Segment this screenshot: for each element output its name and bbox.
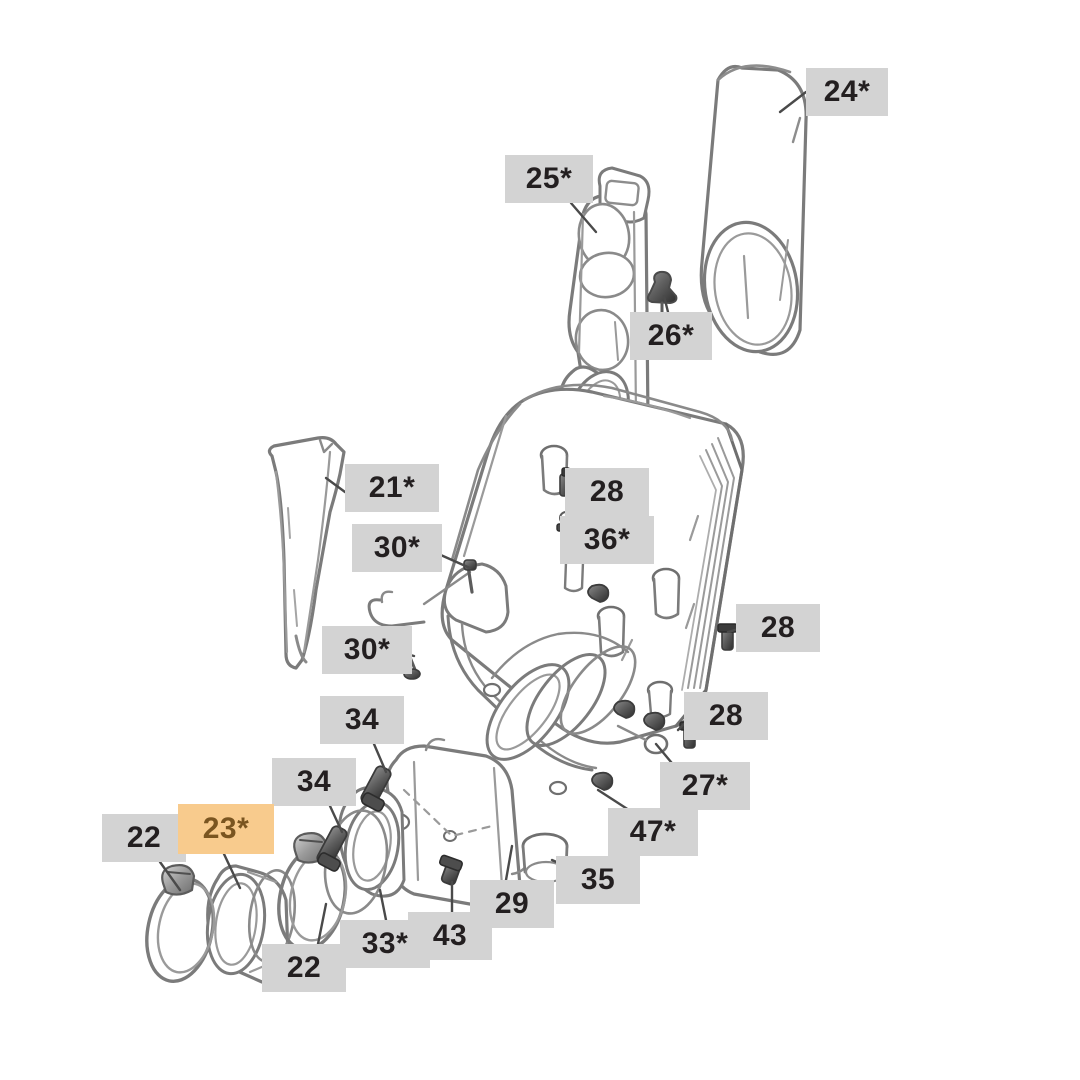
part-43-screw [438,854,464,886]
callout-28-hex-flange-bolt[interactable]: 28 [684,692,768,740]
callout-number: 28 [760,611,796,644]
callout-47star-intake-manifold-seal[interactable]: 47* [608,808,698,856]
callout-25star-air-intake-duct-assembly[interactable]: 25* [505,155,593,203]
callout-33star-throttle-body-gasket[interactable]: 33* [340,920,430,968]
callout-23star-air-intake-hose-sleeve[interactable]: 23* [178,804,274,854]
callout-22-hose-clamp[interactable]: 22 [262,944,346,992]
callout-number: 47* [629,815,677,848]
callout-number: 24* [823,75,871,108]
callout-number: 22 [126,821,162,854]
callout-27star-manifold-gasket[interactable]: 27* [660,762,750,810]
callout-number: 36* [583,523,631,556]
callout-number: 25* [525,162,573,195]
callout-22-hose-clamp[interactable]: 22 [102,814,186,862]
callout-34-throttle-body-bolt[interactable]: 34 [272,758,356,806]
callout-number: 28 [589,475,625,508]
callout-number: 29 [494,887,530,920]
callout-28-hex-flange-bolt[interactable]: 28 [736,604,820,652]
callout-number: 30* [373,531,421,564]
callout-26star-duct-retaining-clip[interactable]: 26* [630,312,712,360]
callout-34-throttle-body-bolt[interactable]: 34 [320,696,404,744]
part-21-deflector-shield [267,436,346,670]
part-24-intake-tube [699,64,808,356]
callout-number: 28 [708,699,744,732]
callout-36star-stud-bolt[interactable]: 36* [560,516,654,564]
callout-number: 33* [361,927,409,960]
callout-number: 34 [296,765,332,798]
part-intake-manifold-body [367,383,745,796]
callout-number: 30* [343,633,391,666]
callout-number: 27* [681,769,729,802]
part-26-clip [646,270,678,316]
callout-number: 26* [647,319,695,352]
callout-21star-air-deflector-shield[interactable]: 21* [345,464,439,512]
callout-28-hex-flange-bolt[interactable]: 28 [565,468,649,516]
part-28-bolt-b [717,623,738,651]
callout-number: 21* [368,471,416,504]
callout-30star-shield-fastener[interactable]: 30* [352,524,442,572]
callout-30star-shield-fastener[interactable]: 30* [322,626,412,674]
callout-number: 34 [344,703,380,736]
callout-number: 22 [286,951,322,984]
callout-number: 23* [202,812,250,845]
callout-number: 43 [432,919,468,952]
callout-number: 35 [580,863,616,896]
callout-35-idle-air-control-valve[interactable]: 35 [556,856,640,904]
callout-24star-air-cleaner-intake-tube[interactable]: 24* [806,68,888,116]
